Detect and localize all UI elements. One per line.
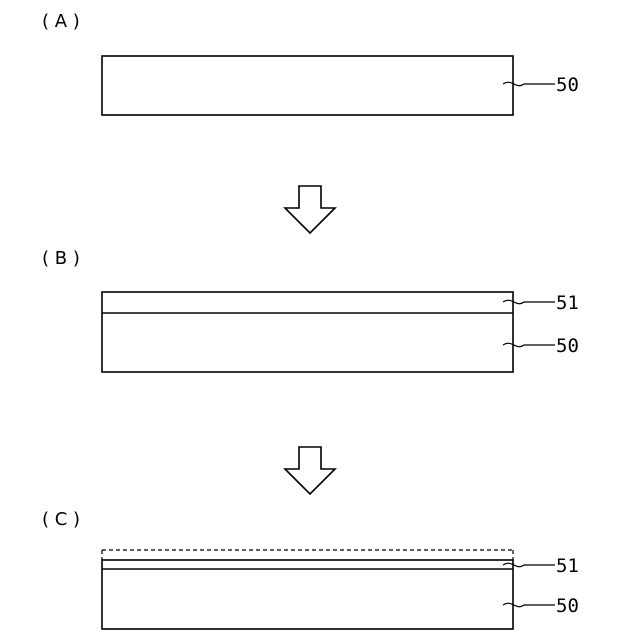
down-arrow-icon [285, 186, 335, 233]
panel-c-leader-51 [503, 563, 555, 566]
panel-b-leader-50 [503, 343, 555, 346]
panel-b-leader-51 [503, 300, 555, 303]
panel-a: ( A ) 50 [42, 11, 579, 115]
panel-c-ref-50: 50 [556, 595, 579, 617]
panel-b: ( B ) 51 50 [42, 248, 579, 372]
panel-a-leader-50 [503, 82, 555, 85]
panel-c-stack-outline [102, 560, 513, 629]
panel-c-ref-51: 51 [556, 555, 579, 577]
panel-c-label: ( C ) [42, 509, 80, 530]
panel-b-ref-51: 51 [556, 292, 579, 314]
panel-b-ref-50: 50 [556, 335, 579, 357]
panel-b-label: ( B ) [42, 248, 80, 269]
panel-b-stack-outline [102, 292, 513, 372]
panel-a-ref-50: 50 [556, 74, 579, 96]
panel-a-substrate-50 [102, 56, 513, 115]
panel-c: ( C ) 51 50 [42, 509, 579, 629]
panel-c-leader-50 [503, 603, 555, 606]
down-arrow-icon [285, 447, 335, 494]
panel-a-label: ( A ) [42, 11, 80, 32]
